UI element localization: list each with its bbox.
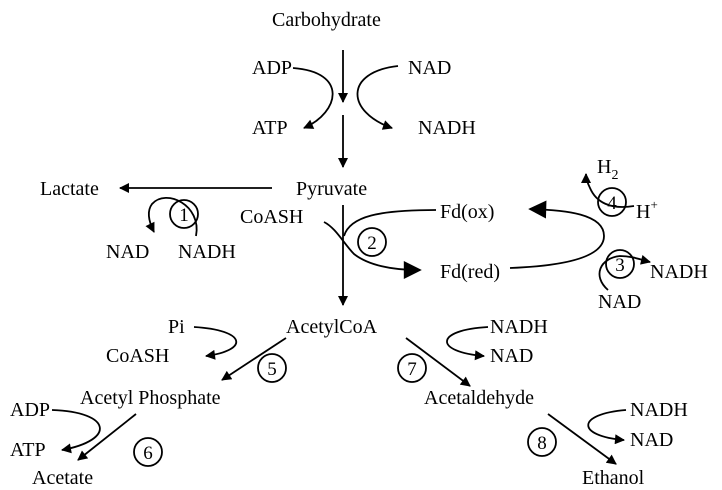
svg-text:7: 7 [407, 359, 417, 380]
atp-bottom-label: ATP [10, 439, 46, 461]
atp-top-label: ATP [252, 117, 288, 139]
ethanol-label: Ethanol [582, 467, 645, 489]
fd-ox-label: Fd(ox) [440, 201, 494, 223]
arrow-nadh-to-nad-8 [587, 409, 627, 445]
carbohydrate-label: Carbohydrate [272, 9, 381, 31]
step-4-marker: 4 [597, 187, 627, 217]
arrow-coash-to-fd-red [323, 221, 422, 279]
lactate-label: Lactate [40, 178, 99, 200]
acetate-label: Acetate [32, 467, 93, 489]
step-7-marker: 7 [397, 353, 427, 383]
arrow-acetylcoa-to-acetaldehyde [405, 337, 471, 387]
acetylcoa-label: AcetylCoA [286, 316, 378, 338]
svg-text:3: 3 [615, 255, 625, 276]
arrow-adp-to-atp-top [292, 67, 334, 129]
svg-text:2: 2 [367, 233, 377, 254]
step-8-marker: 8 [527, 427, 557, 457]
nadh-fd-label: NADH [650, 261, 708, 283]
pyruvate-label: Pyruvate [296, 178, 367, 200]
coash-acetyl-label: CoASH [106, 345, 169, 367]
arrow-h-plus-to-h2 [581, 173, 635, 208]
svg-text:6: 6 [143, 443, 153, 464]
nad-top-label: NAD [408, 57, 451, 79]
svg-text:8: 8 [537, 433, 547, 454]
nad-lactate-label: NAD [106, 241, 149, 263]
nadh-7-label: NADH [490, 316, 548, 338]
fd-red-label: Fd(red) [440, 261, 500, 283]
nadh-top-label: NADH [418, 117, 476, 139]
nad-8-label: NAD [630, 429, 673, 451]
acetyl-phosphate-label: Acetyl Phosphate [80, 387, 221, 409]
step-3-marker: 3 [605, 249, 635, 279]
arrow-nadh-to-nad-7 [446, 326, 489, 361]
coash-pyruvate-label: CoASH [240, 206, 303, 228]
arrow-acetylcoa-to-acetyl-phosphate [221, 337, 287, 381]
arrow-nad-to-nadh-fd [598, 254, 651, 291]
line-fd-ox-to-pyruvate [343, 209, 437, 237]
step-2-marker: 2 [357, 227, 387, 257]
h2-label: H2 [597, 156, 618, 183]
step-1-marker: 1 [169, 199, 199, 229]
arrow-nadh-to-nad-lactate [145, 197, 198, 237]
arrow-fd-red-to-fd-ox [509, 200, 605, 269]
nadh-lactate-label: NADH [178, 241, 236, 263]
svg-text:4: 4 [607, 193, 617, 214]
nad-7-label: NAD [490, 345, 533, 367]
arrow-nad-to-nadh-top [356, 65, 399, 130]
arrow-pi-to-coash [193, 326, 238, 360]
acetaldehyde-label: Acetaldehyde [424, 387, 534, 409]
svg-text:5: 5 [267, 359, 277, 380]
adp-top-label: ADP [252, 57, 292, 79]
arrow-acetyl-phosphate-to-acetate [77, 413, 137, 461]
step-5-marker: 5 [257, 353, 287, 383]
h-plus-label: H+ [636, 197, 658, 223]
adp-bottom-label: ADP [10, 399, 50, 421]
step-6-marker: 6 [133, 437, 163, 467]
nadh-8-label: NADH [630, 399, 688, 421]
pi-label: Pi [168, 316, 185, 338]
arrow-adp-to-atp-bottom [51, 409, 101, 454]
nad-fd-label: NAD [598, 291, 641, 313]
svg-text:1: 1 [179, 205, 189, 226]
arrow-acetaldehyde-to-ethanol [547, 413, 617, 465]
